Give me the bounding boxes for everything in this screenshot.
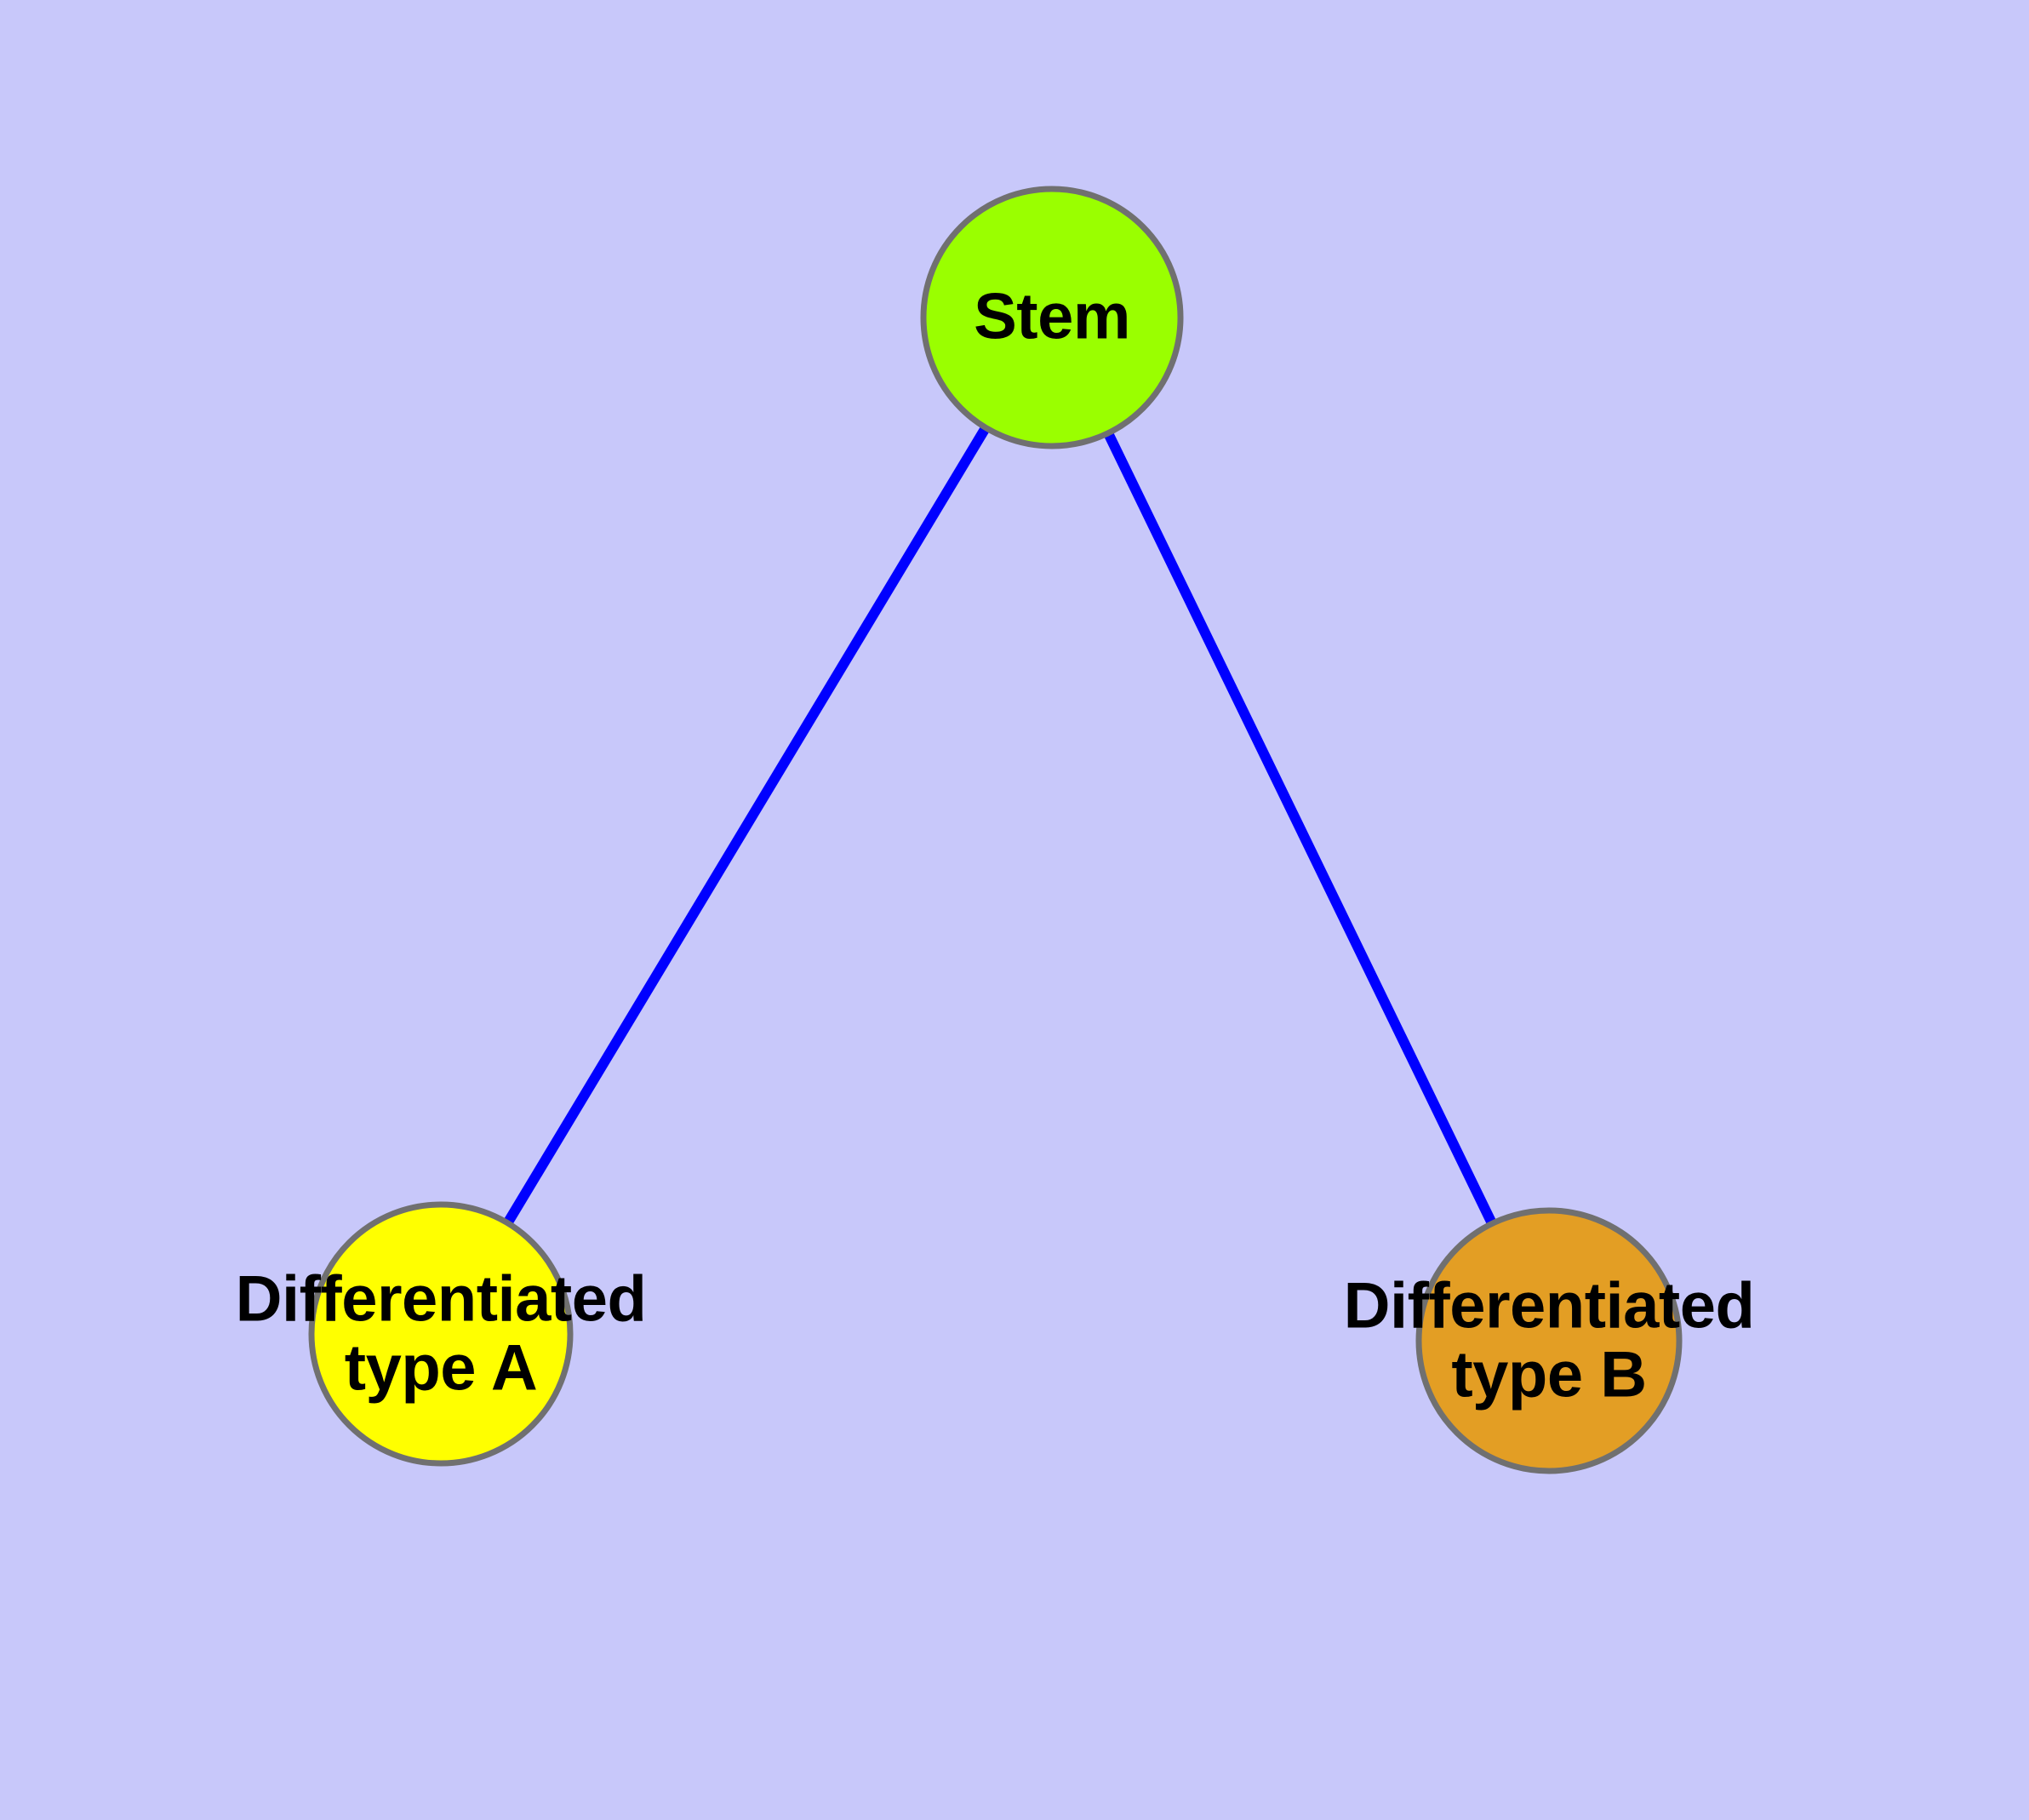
- edge-stem-diff-a[interactable]: [436, 314, 1057, 1337]
- node-layer: [308, 186, 1683, 1474]
- node-circle-stem[interactable]: [920, 186, 1184, 449]
- edge-stem-diff-b[interactable]: [1047, 315, 1554, 1343]
- edge-layer: [436, 314, 1554, 1343]
- node-circle-diff-a[interactable]: [308, 1201, 574, 1467]
- node-circle-diff-b[interactable]: [1415, 1207, 1683, 1474]
